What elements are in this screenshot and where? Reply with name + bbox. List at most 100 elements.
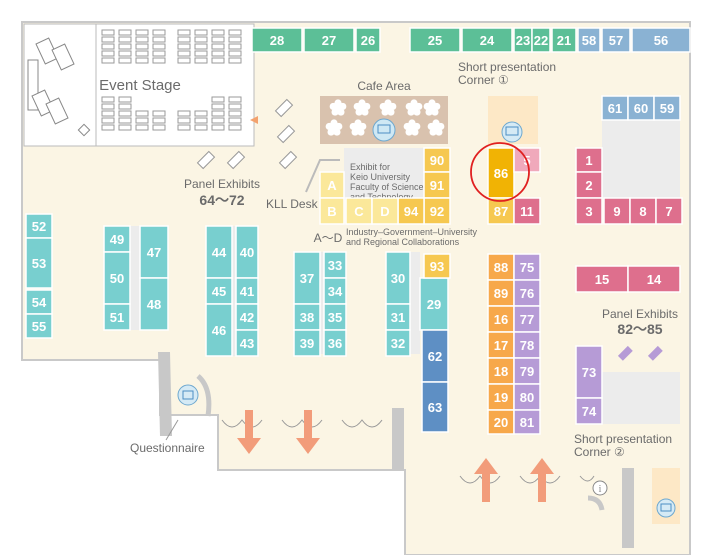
booth-14[interactable]: 14: [627, 265, 681, 293]
booth-D-block[interactable]: [371, 197, 399, 225]
booth-92[interactable]: 92: [423, 197, 451, 225]
booth-41[interactable]: 41: [235, 277, 259, 305]
booth-1[interactable]: 1: [575, 147, 603, 173]
booth-30[interactable]: 30: [385, 251, 411, 305]
booth-7-block[interactable]: [655, 197, 683, 225]
booth-32[interactable]: 32: [385, 329, 411, 357]
booth-55[interactable]: 55: [25, 313, 53, 339]
booth-35[interactable]: 35: [323, 303, 347, 331]
booth-54[interactable]: 54: [25, 289, 53, 315]
booth-59[interactable]: 59: [653, 95, 681, 121]
booth-21-block[interactable]: [551, 27, 577, 53]
booth-45-block[interactable]: [205, 277, 233, 305]
booth-56[interactable]: 56: [631, 27, 691, 53]
booth-57[interactable]: 57: [601, 27, 631, 53]
booth-21[interactable]: 21: [551, 27, 577, 53]
booth-36[interactable]: 36: [323, 329, 347, 357]
booth-49-block[interactable]: [103, 225, 131, 253]
booth-19[interactable]: 19: [487, 383, 515, 411]
booth-C[interactable]: C: [345, 197, 373, 225]
booth-1-block[interactable]: [575, 147, 603, 173]
booth-43[interactable]: 43: [235, 329, 259, 357]
booth-90-block[interactable]: [423, 147, 451, 173]
booth-63[interactable]: 63: [421, 381, 449, 433]
booth-47[interactable]: 47: [139, 225, 169, 279]
booth-3[interactable]: 3: [575, 197, 603, 225]
booth-9[interactable]: 9: [603, 197, 631, 225]
booth-39-block[interactable]: [293, 329, 321, 357]
booth-36-block[interactable]: [323, 329, 347, 357]
booth-38-block[interactable]: [293, 303, 321, 331]
booth-A[interactable]: A: [319, 171, 345, 199]
booth-78-block[interactable]: [513, 331, 541, 359]
booth-3-block[interactable]: [575, 197, 603, 225]
booth-16[interactable]: 16: [487, 305, 515, 333]
booth-62[interactable]: 62: [421, 329, 449, 383]
booth-29-block[interactable]: [419, 277, 449, 331]
booth-53[interactable]: 53: [25, 237, 53, 289]
booth-90[interactable]: 90: [423, 147, 451, 173]
booth-94-block[interactable]: [397, 197, 425, 225]
booth-56-block[interactable]: [631, 27, 691, 53]
booth-58[interactable]: 58: [577, 27, 601, 53]
booth-73[interactable]: 73: [575, 345, 603, 399]
booth-28-block[interactable]: [251, 27, 303, 53]
booth-60[interactable]: 60: [627, 95, 655, 121]
booth-B[interactable]: B: [319, 197, 345, 225]
booth-C-block[interactable]: [345, 197, 373, 225]
booth-63-block[interactable]: [421, 381, 449, 433]
booth-48[interactable]: 48: [139, 277, 169, 331]
booth-27-block[interactable]: [303, 27, 355, 53]
booth-48-block[interactable]: [139, 277, 169, 331]
booth-58-block[interactable]: [577, 27, 601, 53]
booth-11-block[interactable]: [513, 197, 541, 225]
booth-D[interactable]: D: [371, 197, 399, 225]
booth-7[interactable]: 7: [655, 197, 683, 225]
booth-89[interactable]: 89: [487, 279, 515, 307]
booth-80[interactable]: 80: [513, 383, 541, 411]
booth-75-block[interactable]: [513, 253, 541, 281]
booth-91[interactable]: 91: [423, 171, 451, 199]
booth-51[interactable]: 51: [103, 303, 131, 331]
booth-22-block[interactable]: [531, 27, 551, 53]
booth-15-block[interactable]: [575, 265, 629, 293]
booth-2[interactable]: 2: [575, 171, 603, 199]
booth-74[interactable]: 74: [575, 397, 603, 425]
booth-61[interactable]: 61: [601, 95, 629, 121]
booth-25-block[interactable]: [409, 27, 461, 53]
booth-40[interactable]: 40: [235, 225, 259, 279]
booth-B-block[interactable]: [319, 197, 345, 225]
booth-73-block[interactable]: [575, 345, 603, 399]
booth-22[interactable]: 22: [531, 27, 551, 53]
booth-52-block[interactable]: [25, 213, 53, 239]
booth-76[interactable]: 76: [513, 279, 541, 307]
booth-86[interactable]: 86: [487, 147, 515, 199]
booth-24[interactable]: 24: [461, 27, 513, 53]
booth-24-block[interactable]: [461, 27, 513, 53]
booth-46[interactable]: 46: [205, 303, 233, 357]
booth-50[interactable]: 50: [103, 251, 131, 305]
booth-53-block[interactable]: [25, 237, 53, 289]
booth-37-block[interactable]: [293, 251, 321, 305]
booth-A-block[interactable]: [319, 171, 345, 199]
booth-14-block[interactable]: [627, 265, 681, 293]
booth-77-block[interactable]: [513, 305, 541, 333]
booth-27[interactable]: 27: [303, 27, 355, 53]
booth-92-block[interactable]: [423, 197, 451, 225]
booth-37[interactable]: 37: [293, 251, 321, 305]
booth-30-block[interactable]: [385, 251, 411, 305]
booth-2-block[interactable]: [575, 171, 603, 199]
booth-29[interactable]: 29: [419, 277, 449, 331]
booth-81[interactable]: 81: [513, 409, 541, 435]
booth-23[interactable]: 23: [513, 27, 533, 53]
booth-18[interactable]: 18: [487, 357, 515, 385]
booth-93[interactable]: 93: [423, 253, 451, 279]
booth-49[interactable]: 49: [103, 225, 131, 253]
booth-8[interactable]: 8: [629, 197, 657, 225]
booth-89-block[interactable]: [487, 279, 515, 307]
booth-46-block[interactable]: [205, 303, 233, 357]
booth-88[interactable]: 88: [487, 253, 515, 281]
booth-78[interactable]: 78: [513, 331, 541, 359]
booth-47-block[interactable]: [139, 225, 169, 279]
booth-28[interactable]: 28: [251, 27, 303, 53]
